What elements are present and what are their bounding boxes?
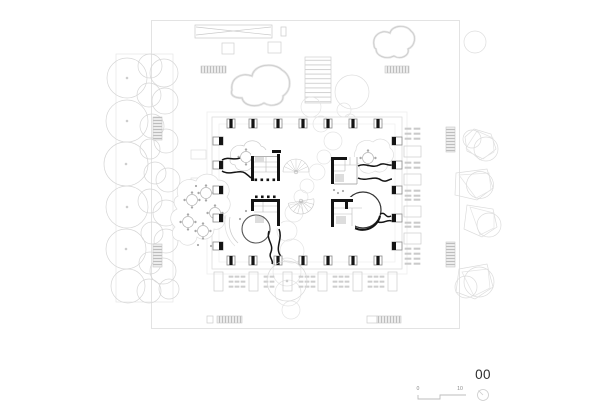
bike-racks-south	[213, 271, 398, 292]
site-boundary	[151, 20, 460, 329]
tree-grove-west	[103, 53, 181, 304]
footer-annotations: 00 0 10	[417, 367, 491, 401]
north-indicator-icon	[477, 389, 489, 401]
pergola-north	[194, 24, 287, 39]
core-unit-north-east	[331, 138, 394, 185]
floor-label: 00	[475, 367, 491, 382]
bench-west-upper	[152, 116, 163, 141]
tree-south-center	[266, 260, 308, 302]
scale-bar-end-label: 10	[457, 386, 463, 392]
bench-east-lower	[445, 241, 456, 268]
bench-north-east	[384, 65, 410, 74]
furniture-strip-east	[403, 127, 422, 265]
planters-north	[221, 41, 282, 55]
core-unit-south-east	[331, 188, 393, 231]
bench-east-upper	[445, 126, 456, 153]
bench-west-lower	[152, 243, 163, 268]
bench-north-west	[200, 65, 227, 74]
bench-row-south	[206, 315, 402, 324]
scale-bar-start-label: 0	[417, 386, 420, 392]
play-blob-north-center	[230, 64, 291, 107]
core-unit-north-west	[221, 140, 281, 182]
scale-bar: 0 10	[417, 386, 466, 400]
tree-cluster-east	[454, 128, 502, 300]
play-blob-north-east	[372, 25, 416, 59]
exterior-stair-north	[304, 56, 332, 104]
tree-north-east-corner	[463, 30, 487, 54]
core-unit-south-west	[224, 195, 282, 266]
cloud-circulation-path	[272, 96, 343, 320]
